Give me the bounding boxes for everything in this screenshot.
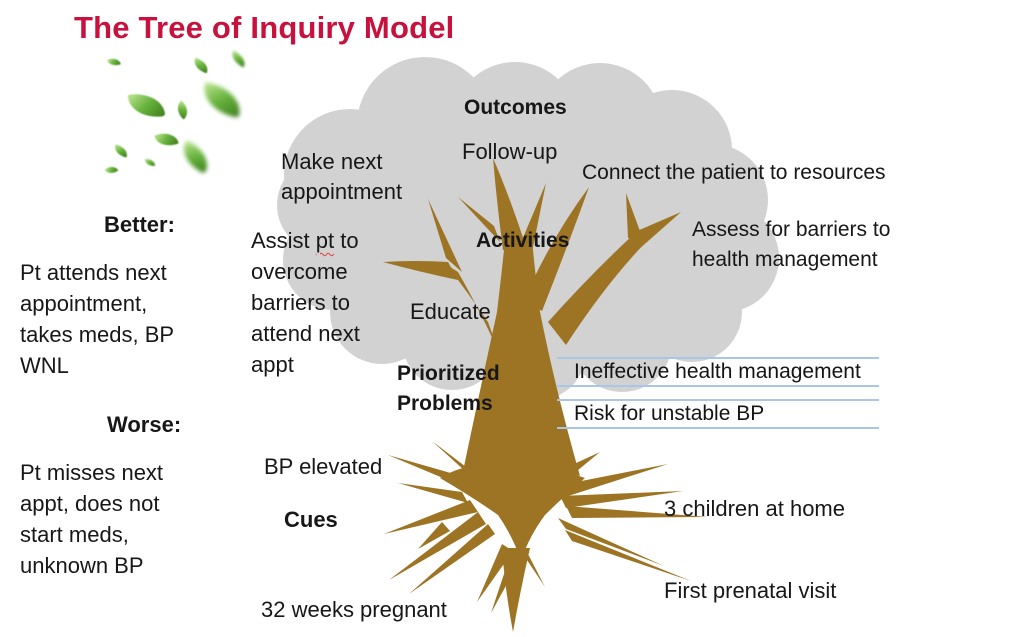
- better-text-line: appointment,: [20, 291, 148, 316]
- worse-text: Pt misses next appt, does not start meds…: [20, 457, 163, 581]
- worse-text-line: appt, does not: [20, 491, 160, 516]
- tree-trunk: [383, 158, 681, 476]
- activity-assist-pt: Assist pt to overcome barriers to attend…: [251, 228, 360, 377]
- outcomes-heading: Outcomes: [464, 96, 567, 119]
- problem-line: Risk for unstable BP: [557, 399, 879, 429]
- better-text-line: takes meds, BP: [20, 322, 175, 347]
- problem-text: Ineffective health management: [574, 360, 861, 383]
- cues-heading: Cues: [284, 507, 338, 532]
- outcome-connect-patient: Connect the patient to resources: [582, 161, 886, 184]
- activities-heading: Activities: [476, 229, 570, 252]
- prioritized-problems-heading: Prioritized Problems: [397, 362, 500, 415]
- outcome-follow-up: Follow-up: [462, 139, 558, 164]
- activity-educate: Educate: [410, 299, 491, 324]
- outcome-make-next-appointment: Make next appointment: [281, 149, 403, 204]
- worse-heading: Worse:: [107, 412, 182, 437]
- problem-line: Ineffective health management: [557, 357, 879, 387]
- worse-text-line: start meds,: [20, 522, 129, 547]
- problem-text: Risk for unstable BP: [574, 402, 765, 425]
- leaf-icon: [145, 159, 155, 166]
- page-title: The Tree of Inquiry Model: [74, 10, 455, 45]
- better-text-line: WNL: [20, 353, 69, 378]
- worse-text-line: Pt misses next: [20, 460, 164, 485]
- better-text-line: Pt attends next: [20, 260, 167, 285]
- tree-roots: [384, 441, 708, 632]
- cue-bp-elevated: BP elevated: [264, 454, 383, 479]
- cue-first-prenatal-visit: First prenatal visit: [664, 578, 837, 603]
- cue-weeks-pregnant: 32 weeks pregnant: [261, 597, 447, 622]
- better-text: Pt attends next appointment, takes meds,…: [20, 257, 174, 381]
- cue-children-at-home: 3 children at home: [664, 496, 845, 521]
- misspelled-word: pt: [315, 228, 335, 253]
- worse-text-line: unknown BP: [20, 553, 144, 578]
- better-heading: Better:: [104, 212, 175, 237]
- activity-assess-barriers: Assess for barriers to health management: [692, 218, 891, 271]
